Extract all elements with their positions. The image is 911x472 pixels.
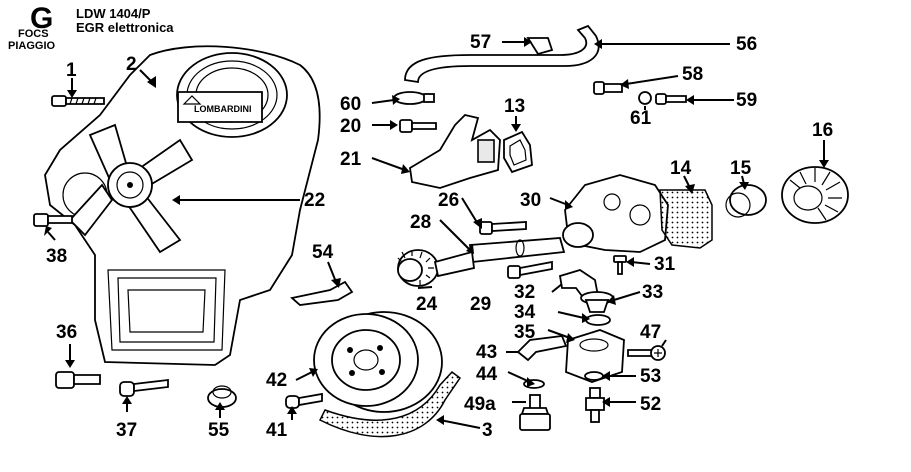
brand-label: LOMBARDINI [194, 104, 252, 114]
callout-60: 60 [340, 94, 361, 115]
callout-58: 58 [682, 64, 703, 85]
crank-pulley [313, 311, 443, 413]
callout-38: 38 [46, 246, 67, 267]
callout-30: 30 [520, 190, 541, 211]
callout-24: 24 [416, 294, 438, 315]
callout-59: 59 [736, 90, 757, 111]
screw-29 [507, 260, 553, 279]
screw-1 [51, 95, 105, 107]
section-letter: G [30, 2, 54, 35]
callout-32: 32 [514, 282, 535, 303]
screw-58 [593, 81, 623, 95]
callout-61: 61 [630, 108, 652, 129]
sensor-52 [585, 387, 605, 423]
callout-49a: 49a [464, 394, 496, 415]
callout-1: 1 [66, 60, 77, 81]
callout-3: 3 [482, 420, 493, 441]
callout-37: 37 [116, 420, 137, 441]
variant-tag-focs: FOCS [18, 28, 49, 40]
callout-52: 52 [640, 394, 661, 415]
callout-26: 26 [438, 190, 459, 211]
callout-20: 20 [340, 116, 361, 137]
callout-28: 28 [410, 212, 431, 233]
seal-53 [584, 371, 604, 381]
engine-model: LDW 1404/P [76, 6, 151, 21]
screw-26 [479, 221, 527, 235]
variant-tag-piaggio: PIAGGIO [8, 40, 56, 52]
callout-53: 53 [640, 366, 661, 387]
screw-41 [285, 392, 323, 409]
washer-61 [638, 91, 652, 105]
clip-54 [290, 280, 354, 306]
drive-belt [318, 370, 462, 438]
water-pump-body [562, 174, 669, 253]
pump-shaft-28 [468, 237, 566, 263]
callout-44: 44 [476, 364, 498, 385]
cap-33 [580, 291, 614, 313]
fan-hub [68, 123, 194, 254]
callout-31: 31 [654, 254, 676, 275]
housing-35 [565, 329, 625, 383]
hose-clamp-60 [393, 91, 435, 105]
callout-14: 14 [670, 158, 692, 179]
callout-labels: 1 2 3 13 14 15 16 20 21 22 24 26 28 29 3… [46, 32, 833, 441]
callout-35: 35 [514, 322, 536, 343]
impeller-16 [781, 166, 849, 224]
callout-56: 56 [736, 34, 757, 55]
gasket-14 [659, 189, 713, 249]
callout-13: 13 [504, 96, 525, 117]
callout-34: 34 [514, 302, 536, 323]
callout-57: 57 [470, 32, 491, 53]
diagram-subtitle: EGR elettronica [76, 20, 174, 35]
hose-56 [404, 24, 600, 84]
callout-43: 43 [476, 342, 497, 363]
callout-42: 42 [266, 370, 287, 391]
callout-22: 22 [304, 190, 325, 211]
screw-36 [55, 371, 101, 389]
nut-55 [207, 385, 237, 408]
callout-29: 29 [470, 294, 491, 315]
callout-21: 21 [340, 149, 362, 170]
gear-24 [397, 249, 475, 287]
oring-34 [585, 314, 611, 326]
callout-47: 47 [640, 322, 661, 343]
sensor-49a [519, 394, 551, 431]
bracket-43 [516, 335, 568, 362]
screw-59 [655, 93, 687, 105]
callout-15: 15 [730, 158, 752, 179]
thermostat-housing [409, 114, 501, 189]
callout-2: 2 [126, 54, 137, 75]
screw-31 [613, 255, 627, 275]
callout-41: 41 [266, 420, 288, 441]
screw-20 [399, 119, 437, 133]
screw-47 [627, 345, 666, 361]
screw-37 [119, 378, 169, 397]
screw-38 [33, 213, 73, 227]
callout-36: 36 [56, 322, 77, 343]
callout-16: 16 [812, 120, 833, 141]
gasket-13 [503, 130, 533, 174]
callout-33: 33 [642, 282, 663, 303]
leader-lines [44, 37, 829, 429]
callout-55: 55 [208, 420, 230, 441]
bushing-15 [725, 184, 767, 218]
clip-57 [526, 37, 554, 56]
callout-54: 54 [312, 242, 334, 263]
